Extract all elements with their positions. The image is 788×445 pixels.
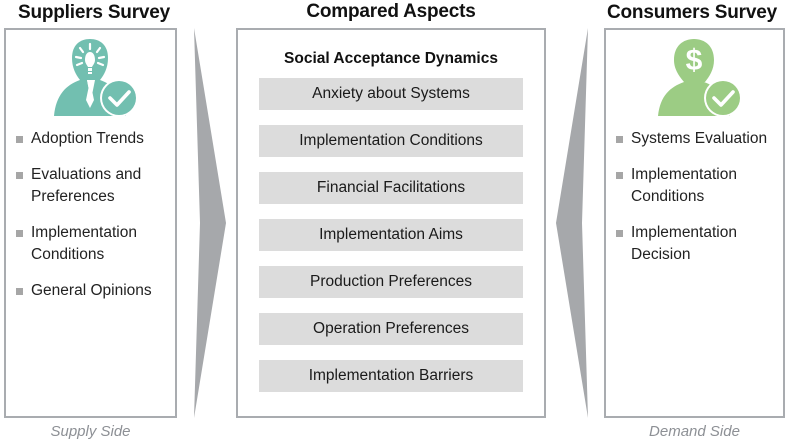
suppliers-survey-panel: Adoption Trends Evaluations and Preferen… [4, 28, 177, 418]
dollar-head-person-check-icon: $ [657, 39, 742, 117]
square-bullet-icon [16, 172, 23, 179]
aspect-box[interactable]: Anxiety about Systems [259, 78, 523, 110]
aspect-box[interactable]: Implementation Aims [259, 219, 523, 251]
supply-side-arrow-icon [194, 28, 226, 418]
list-item: Adoption Trends [16, 128, 169, 150]
consumers-bullet-list: Systems Evaluation Implementation Condit… [606, 128, 783, 280]
list-item: General Opinions [16, 280, 169, 302]
consumers-survey-panel: $ Systems Evaluation Implementation Cond… [604, 28, 785, 418]
aspect-box[interactable]: Implementation Barriers [259, 360, 523, 392]
list-item: Implementation Conditions [616, 164, 777, 208]
compared-aspects-title: Compared Aspects [306, 1, 476, 22]
list-item-label: Implementation Conditions [631, 166, 737, 205]
aspect-box[interactable]: Operation Preferences [259, 313, 523, 345]
aspect-box[interactable]: Production Preferences [259, 266, 523, 298]
list-item: Implementation Decision [616, 222, 777, 266]
list-item: Evaluations and Preferences [16, 164, 169, 208]
aspect-box-list: Anxiety about Systems Implementation Con… [259, 78, 523, 392]
list-item: Implementation Conditions [16, 222, 169, 266]
list-item-label: Implementation Decision [631, 224, 737, 263]
suppliers-survey-title: Suppliers Survey [17, 2, 171, 23]
compared-aspects-panel: Social Acceptance Dynamics Anxiety about… [236, 28, 546, 418]
list-item-label: Evaluations and Preferences [31, 166, 142, 205]
list-item-label: Adoption Trends [31, 130, 144, 147]
demand-side-caption: Demand Side [649, 423, 740, 440]
social-acceptance-dynamics-heading: Social Acceptance Dynamics [284, 50, 498, 67]
square-bullet-icon [16, 136, 23, 143]
demand-side-arrow-icon [556, 28, 588, 418]
lightbulb-head-person-check-icon [53, 39, 138, 117]
list-item-label: Implementation Conditions [31, 224, 137, 263]
suppliers-bullet-list: Adoption Trends Evaluations and Preferen… [6, 128, 175, 316]
list-item-label: General Opinions [31, 282, 152, 299]
square-bullet-icon [616, 230, 623, 237]
aspect-box[interactable]: Implementation Conditions [259, 125, 523, 157]
svg-text:$: $ [685, 44, 702, 77]
consumers-survey-title: Consumers Survey [607, 2, 777, 23]
square-bullet-icon [616, 172, 623, 179]
square-bullet-icon [16, 230, 23, 237]
square-bullet-icon [616, 136, 623, 143]
supply-side-caption: Supply Side [50, 423, 131, 440]
list-item-label: Systems Evaluation [631, 130, 768, 147]
square-bullet-icon [16, 288, 23, 295]
list-item: Systems Evaluation [616, 128, 777, 150]
consumers-icon-container: $ [606, 38, 783, 120]
suppliers-icon-container [6, 38, 175, 120]
aspect-box[interactable]: Financial Facilitations [259, 172, 523, 204]
